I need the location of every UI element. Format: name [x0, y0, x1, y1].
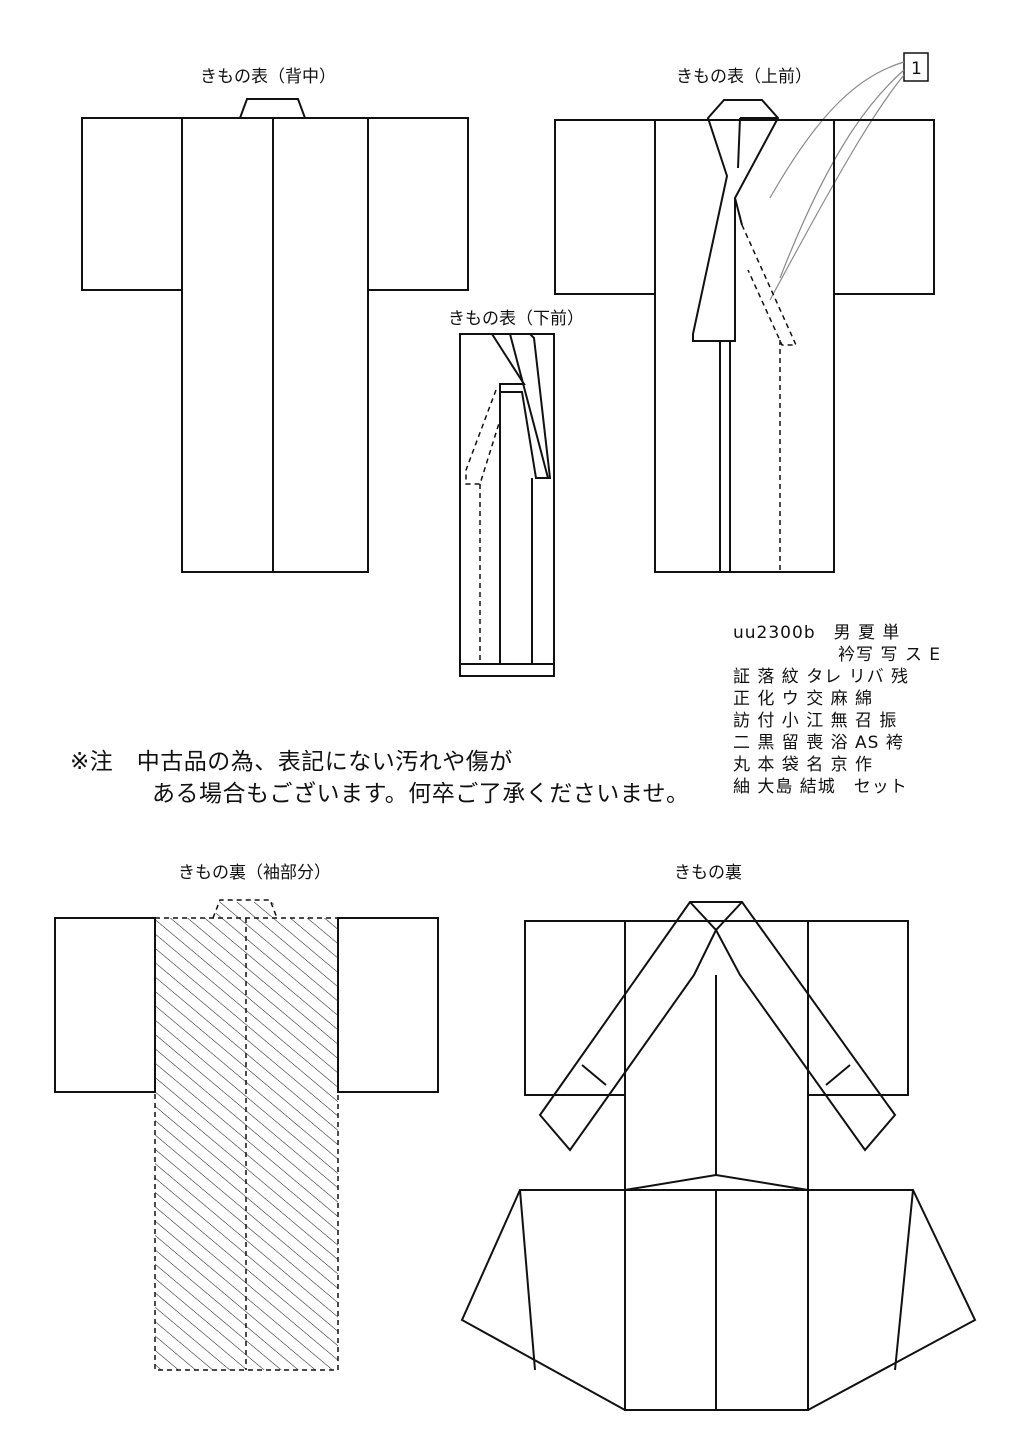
lining-view-label: きもの裏: [674, 862, 742, 883]
code-row-1: uu2300b 男 夏 単: [733, 623, 901, 643]
kimono-upper-front-diagram: きもの表（上前） 1: [554, 52, 935, 573]
disclaimer-note-line2: ある場合もございます。何卒ご了承くださいませ。: [152, 781, 690, 807]
tag-box: [903, 52, 929, 82]
code-row-5: 訪 付 小 江 無 召 振: [733, 711, 898, 731]
code-row-8: 紬 大島 結城 セット: [733, 777, 908, 797]
disclaimer-note-line1: ※注 中古品の為、表記にない汚れや傷が: [70, 749, 513, 775]
back-view-label: きもの表（背中）: [200, 67, 336, 87]
code-row-7: 丸 本 袋 名 京 作: [733, 755, 874, 775]
kimono-lower-front-diagram: きもの表（下前）: [448, 309, 584, 677]
kimono-lining-diagram: きもの裏: [460, 862, 977, 1411]
code-row-3: 証 落 紋 タレ リバ 残: [733, 667, 910, 687]
sleeve-lining-view-label: きもの裏（袖部分）: [178, 862, 331, 883]
code-row-2: 衿写 写 ス E: [838, 645, 941, 665]
tag-mark: 1: [911, 59, 922, 79]
kimono-back-diagram: きもの表（背中）: [81, 67, 469, 573]
code-row-4: 正 化 ウ 交 麻 綿: [733, 689, 874, 709]
product-code-block: uu2300b 男 夏 単 衿写 写 ス E 証 落 紋 タレ リバ 残 正 化…: [733, 622, 963, 798]
kimono-sleeve-lining-diagram: きもの裏（袖部分）: [54, 862, 439, 1371]
lower-front-view-label: きもの表（下前）: [448, 309, 584, 329]
code-row-6: 二 黒 留 喪 浴 AS 袴: [733, 733, 904, 753]
upper-front-view-label: きもの表（上前）: [676, 67, 812, 87]
